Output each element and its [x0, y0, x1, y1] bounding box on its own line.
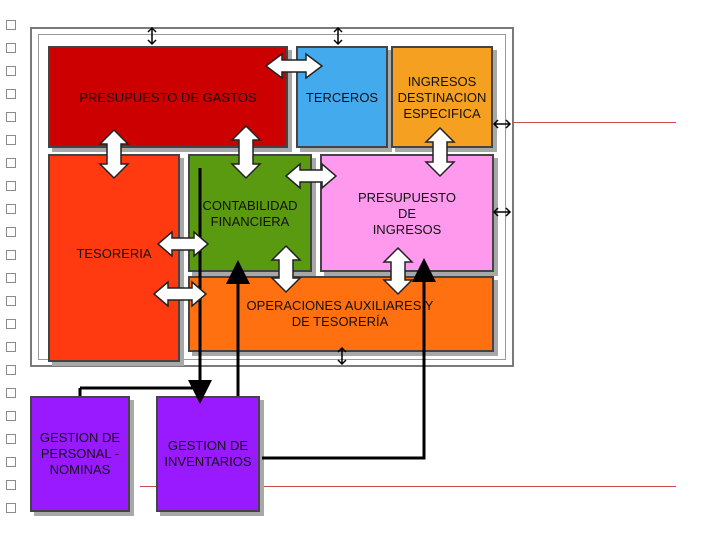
tesoreria-label: TESORERIA	[76, 246, 152, 261]
bullet-icon	[6, 388, 16, 398]
presupuesto-gastos-box	[48, 46, 288, 148]
connector-line	[262, 258, 436, 460]
double-arrow-icon	[156, 230, 210, 258]
bullet-icon	[6, 227, 16, 237]
double-arrow-icon	[264, 52, 324, 80]
bullet-icon	[6, 319, 16, 329]
gestion-personal-label: GESTION DE PERSONAL - NOMINAS	[39, 430, 121, 477]
bullet-icon	[6, 112, 16, 122]
operaciones-auxiliares-label: OPERACIONES AUXILIARES Y DE TESORERÍA	[246, 298, 434, 329]
bullet-icon	[6, 296, 16, 306]
red-divider-line	[508, 122, 676, 123]
tesoreria-box	[48, 154, 180, 362]
bullet-icon	[6, 135, 16, 145]
bullet-icon	[6, 204, 16, 214]
bullet-icon	[6, 66, 16, 76]
double-arrow-icon	[284, 162, 338, 190]
red-divider-line	[140, 486, 676, 487]
presupuesto-ingresos-box	[320, 154, 494, 272]
bullet-icon	[6, 434, 16, 444]
bullet-icon	[6, 480, 16, 490]
bullet-icon	[6, 411, 16, 421]
double-arrow-icon	[424, 126, 456, 178]
bullet-icon	[6, 250, 16, 260]
presupuesto-ingresos-label: PRESUPUESTO DE INGRESOS	[357, 190, 456, 237]
bullet-icon	[6, 158, 16, 168]
gestion-personal-box	[30, 396, 130, 512]
bullet-icon	[6, 365, 16, 375]
gestion-inventarios-label: GESTION DE INVENTARIOS	[164, 438, 252, 469]
bullet-icon	[6, 457, 16, 467]
double-arrow-icon	[152, 280, 208, 308]
presupuesto-gastos-label: PRESUPUESTO DE GASTOS	[79, 90, 257, 105]
double-arrow-icon	[382, 246, 414, 296]
double-arrow-icon	[98, 128, 130, 180]
bullet-icon	[6, 503, 16, 513]
double-arrow-icon	[230, 124, 262, 180]
bullet-icon	[6, 273, 16, 283]
terceros-label: TERCEROS	[305, 90, 379, 105]
bullet-icon	[6, 43, 16, 53]
bullet-icon	[6, 181, 16, 191]
bullet-icon	[6, 89, 16, 99]
contabilidad-label: CONTABILIDAD FINANCIERA	[202, 198, 298, 229]
frame-tick-icon	[147, 26, 512, 366]
gestion-inventarios-box	[156, 396, 260, 512]
bullet-icon	[6, 342, 16, 352]
bullet-icon	[6, 20, 16, 30]
double-arrow-icon	[270, 244, 302, 294]
ingresos-destinacion-label: INGRESOS DESTINACION ESPECIFICA	[397, 74, 487, 121]
